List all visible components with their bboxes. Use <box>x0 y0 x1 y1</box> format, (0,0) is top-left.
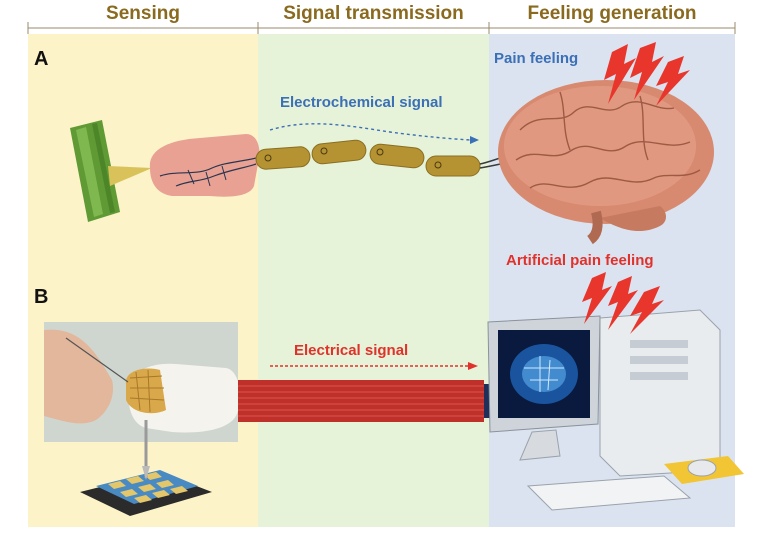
electrical-signal-label: Electrical signal <box>294 342 408 359</box>
panel-a-letter: A <box>34 48 48 71</box>
artificial-pain-feeling-label: Artificial pain feeling <box>506 252 654 269</box>
brain-image <box>498 80 714 240</box>
header-brackets <box>28 22 735 34</box>
finger-image <box>150 134 260 197</box>
nerve-fiber <box>255 139 510 176</box>
computer-image <box>488 310 744 510</box>
electrical-cable <box>238 380 490 422</box>
panel-b-letter: B <box>34 286 48 309</box>
electrochemical-signal-arrow <box>270 124 479 144</box>
pain-feeling-label: Pain feeling <box>494 50 578 67</box>
electrochemical-signal-label: Electrochemical signal <box>280 94 443 111</box>
electrical-signal-arrow <box>270 362 478 370</box>
plant-stem-image <box>70 120 152 222</box>
hand-photo-image <box>44 322 240 442</box>
